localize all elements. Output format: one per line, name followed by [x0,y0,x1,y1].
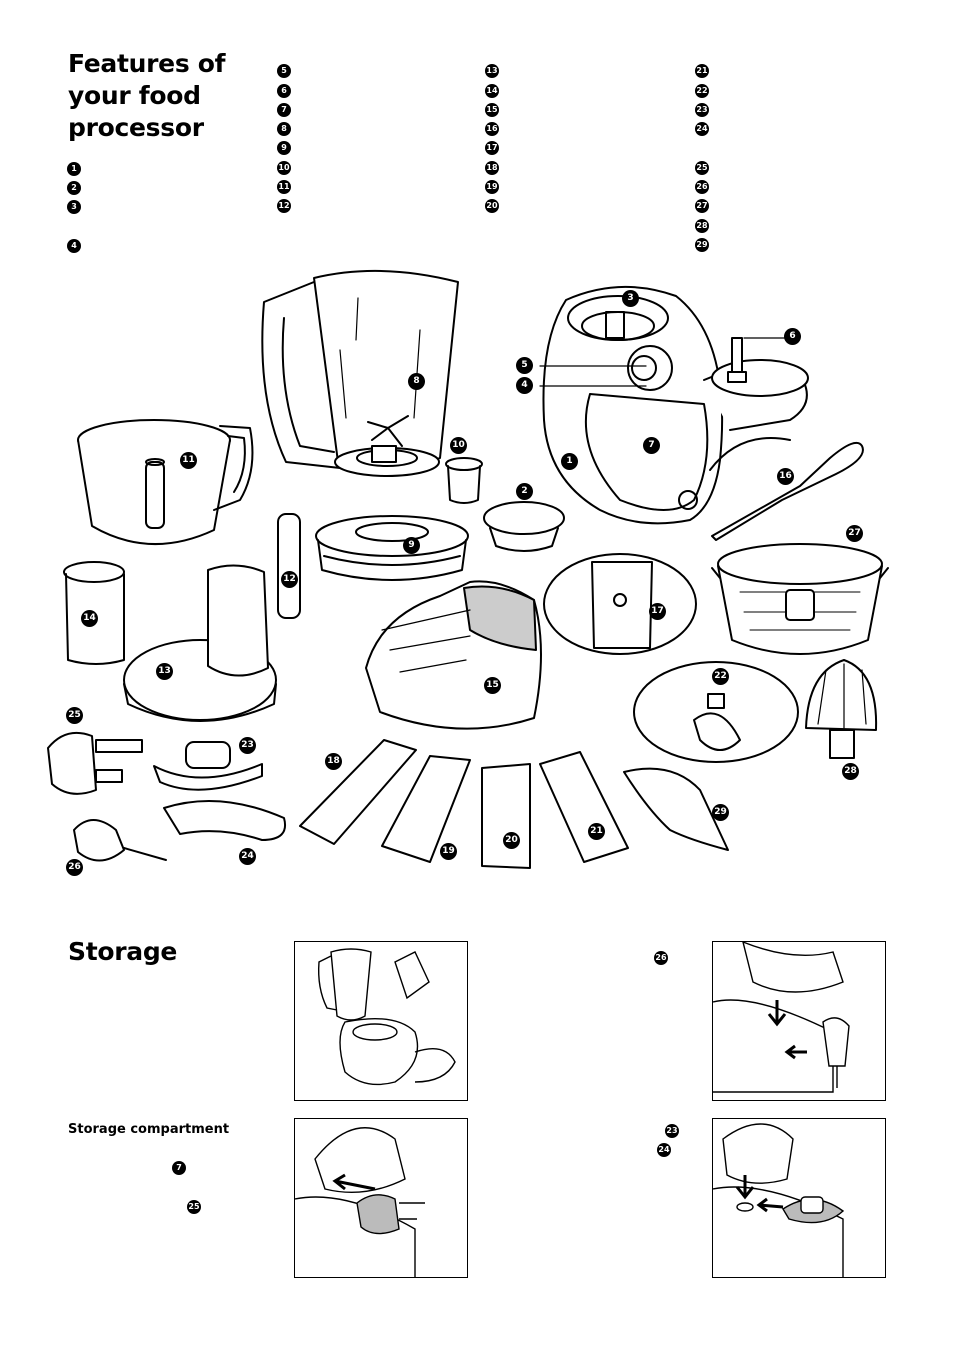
callout-5: 5 [516,357,533,374]
legend-num-28: 28 [695,219,709,233]
callout-13: 13 [156,663,173,680]
legend-num-1: 1 [67,162,81,176]
whisk-driver-drawing [47,732,143,795]
features-title-line-3: processor [68,113,204,142]
callout-14: 14 [81,610,98,627]
storage-marker-26: 26 [654,951,668,965]
whisk-drawing [73,819,167,862]
legend-num-23: 23 [695,103,709,117]
callout-25: 25 [66,707,83,724]
callout-18: 18 [325,753,342,770]
legend-num-10: 10 [277,161,291,175]
spatula-drawing [711,442,864,541]
features-title-line-2: your food [68,81,201,110]
callout-15: 15 [484,677,501,694]
legend-num-3: 3 [67,200,81,214]
callout-22: 22 [712,668,729,685]
legend-num-20: 20 [485,199,499,213]
blade-unit-drawing [277,513,301,619]
slicing-disc-drawing [543,553,697,655]
citrus-cone-drawing [805,659,878,759]
callout-11: 11 [180,452,197,469]
callout-23: 23 [239,737,256,754]
legend-num-21: 21 [695,64,709,78]
callout-17: 17 [649,603,666,620]
dough-tool-drawing [163,799,286,841]
callout-3: 3 [622,290,639,307]
storage-figure-assembled [294,941,468,1101]
legend-num-16: 16 [485,122,499,136]
legend-num-2: 2 [67,181,81,195]
blender-lid-drawing [315,515,469,581]
callout-6: 6 [784,328,801,345]
callout-7: 7 [643,437,660,454]
storage-marker-24: 24 [657,1143,671,1157]
legend-num-6: 6 [277,84,291,98]
storage-marker-25: 25 [187,1200,201,1214]
callout-24: 24 [239,848,256,865]
storage-title: Storage [68,937,178,966]
callout-12: 12 [281,571,298,588]
legend-num-12: 12 [277,199,291,213]
callout-26: 26 [66,859,83,876]
legend-num-17: 17 [485,141,499,155]
processor-lid-drawing [123,564,277,722]
callout-8: 8 [408,373,425,390]
features-title: Features of your food processor [68,48,226,144]
callout-9: 9 [403,537,420,554]
callout-19: 19 [440,843,457,860]
grating-disc-drawing [633,661,799,763]
bowl-drawing [77,419,254,545]
callout-27: 27 [846,525,863,542]
blender-cap-drawing [483,501,565,552]
legend-num-5: 5 [277,64,291,78]
callout-28: 28 [842,763,859,780]
blender-jar-drawing [261,269,459,477]
legend-num-29: 29 [695,238,709,252]
callout-16: 16 [777,468,794,485]
storage-figure-tool [294,1118,468,1278]
callout-1: 1 [561,453,578,470]
motor-unit-drawing [542,285,809,525]
callout-10: 10 [450,437,467,454]
legend-num-26: 26 [695,180,709,194]
citrus-sieve-drawing [711,543,889,655]
legend-num-22: 22 [695,84,709,98]
legend-num-13: 13 [485,64,499,78]
storage-marker-7: 7 [172,1161,186,1175]
guard-drawing [365,580,542,730]
storage-compartment-heading: Storage compartment [68,1122,230,1137]
pusher-drawing [63,561,125,665]
legend-num-9: 9 [277,141,291,155]
chopping-blade-drawing [153,741,263,791]
legend-num-4: 4 [67,239,81,253]
measuring-cup-drawing [445,457,483,504]
grater-plates-drawing [299,739,629,869]
legend-num-24: 24 [695,122,709,136]
legend-num-8: 8 [277,122,291,136]
legend-num-27: 27 [695,199,709,213]
legend-num-15: 15 [485,103,499,117]
callout-4: 4 [516,377,533,394]
food-processor-parts-illustration [47,269,889,869]
legend-num-7: 7 [277,103,291,117]
callout-21: 21 [588,823,605,840]
legend-num-11: 11 [277,180,291,194]
storage-marker-23: 23 [665,1124,679,1138]
legend-num-18: 18 [485,161,499,175]
legend-num-19: 19 [485,180,499,194]
legend-num-25: 25 [695,161,709,175]
storage-figure-whisk [712,941,886,1101]
features-title-line-1: Features of [68,49,226,78]
legend-num-14: 14 [485,84,499,98]
callout-2: 2 [516,483,533,500]
storage-figure-blades [712,1118,886,1278]
mini-chopper-blade-drawing [623,767,729,851]
callout-20: 20 [503,832,520,849]
callout-29: 29 [712,804,729,821]
